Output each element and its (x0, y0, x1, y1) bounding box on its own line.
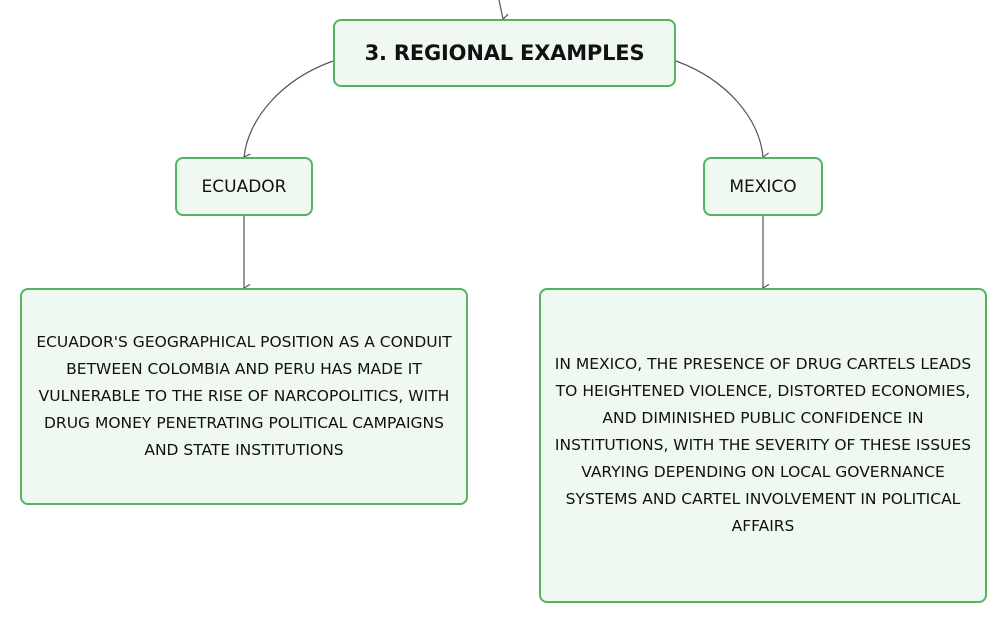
mexico-node[interactable]: MEXICO (703, 157, 823, 216)
root-node-title: 3. REGIONAL EXAMPLES (364, 41, 645, 65)
connector-from-parent (498, 0, 510, 22)
connector-root-to-ecuador (242, 60, 334, 162)
ecuador-node-label: ECUADOR (201, 176, 287, 197)
mexico-description-text: IN MEXICO, THE PRESENCE OF DRUG CARTELS … (554, 355, 972, 535)
mexico-node-label: MEXICO (729, 176, 797, 197)
connector-root-to-mexico (675, 60, 770, 161)
ecuador-node[interactable]: ECUADOR (175, 157, 313, 216)
ecuador-description-text: ECUADOR'S GEOGRAPHICAL POSITION AS A CON… (36, 333, 452, 459)
mexico-description-node[interactable]: IN MEXICO, THE PRESENCE OF DRUG CARTELS … (539, 288, 987, 603)
ecuador-description-node[interactable]: ECUADOR'S GEOGRAPHICAL POSITION AS A CON… (20, 288, 468, 505)
root-node[interactable]: 3. REGIONAL EXAMPLES (333, 19, 676, 87)
